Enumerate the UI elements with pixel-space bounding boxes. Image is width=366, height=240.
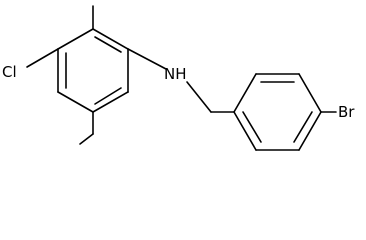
bromophenyl-ring: [233, 73, 322, 151]
amine-atom-label: NH: [164, 65, 187, 83]
bromine-atom-label: Br: [338, 103, 355, 121]
aniline-ring: [57, 28, 129, 113]
bond: [298, 111, 322, 151]
bond: [298, 73, 322, 113]
chemical-structure: Cl NH Br: [2, 5, 355, 151]
bond: [57, 28, 94, 50]
chloro-bond: [26, 48, 59, 68]
bond: [57, 91, 94, 113]
bond: [92, 28, 129, 50]
methoxy-methyl-bond: [79, 133, 94, 145]
bond: [92, 91, 129, 113]
chlorine-atom-label: Cl: [2, 63, 17, 81]
double-bond-inner: [293, 111, 313, 143]
double-bond-inner: [94, 87, 122, 105]
double-bond-inner: [242, 111, 262, 143]
amine-bond-left: [127, 48, 167, 70]
double-bond-inner: [94, 36, 122, 53]
amine-bond-right: [186, 81, 212, 113]
bond: [233, 73, 257, 113]
bond: [233, 111, 257, 151]
